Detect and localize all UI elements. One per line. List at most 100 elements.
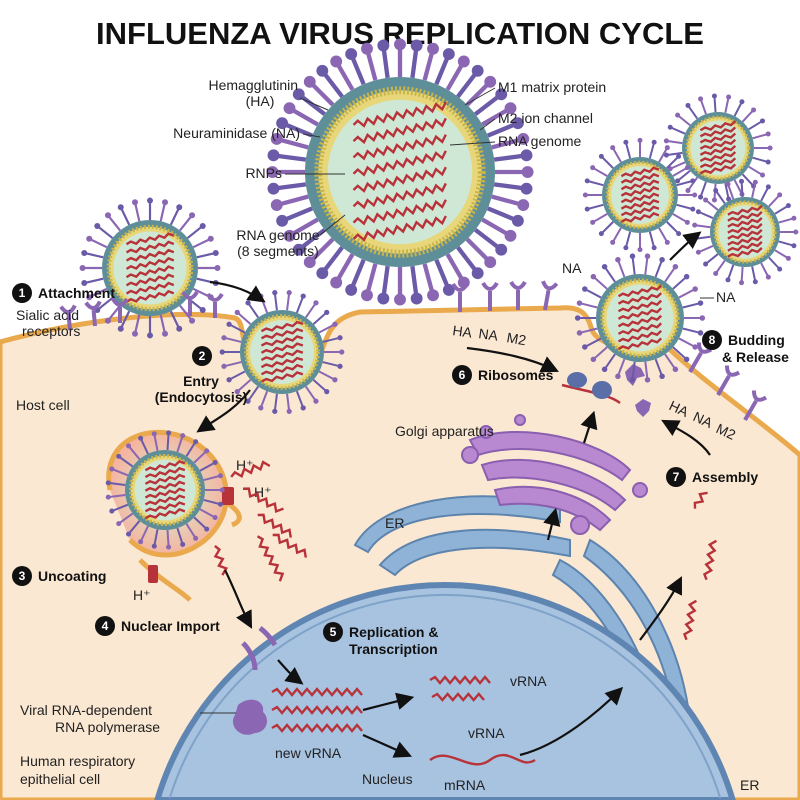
na-spike (683, 356, 690, 363)
spike (760, 262, 770, 278)
spike (118, 455, 134, 468)
rna-segment (260, 363, 304, 376)
m1-matrix-dots (106, 224, 194, 312)
m1-matrix-dots (605, 160, 675, 230)
spike (179, 214, 193, 232)
na-spike (726, 196, 732, 202)
spike (139, 437, 149, 455)
svg-text:Replication &: Replication & (349, 624, 438, 640)
spike (624, 141, 632, 159)
spike (724, 96, 730, 113)
na-spike (316, 64, 329, 77)
rna-segment (352, 199, 447, 226)
rna-segment (727, 217, 763, 228)
m1-matrix-dots (314, 86, 486, 258)
rna-segment (702, 539, 718, 581)
spike (774, 249, 789, 260)
na-spike (725, 277, 731, 283)
ha-spike (664, 239, 670, 245)
ha-spike (699, 315, 706, 321)
m1-matrix-dots (128, 453, 202, 527)
virion-budding (574, 253, 706, 383)
na-spike (410, 39, 423, 52)
spike (96, 225, 114, 239)
spike (698, 210, 714, 219)
membrane-protein (716, 365, 741, 396)
ha-spike (698, 96, 704, 102)
spike (127, 520, 141, 535)
golgi-apparatus (461, 414, 648, 535)
na-spike (711, 93, 717, 99)
rna-segment (352, 215, 447, 242)
na-spike (659, 256, 665, 263)
spike (778, 240, 795, 247)
na-spike (511, 214, 524, 227)
spike (644, 256, 649, 275)
rna-segment (125, 256, 175, 270)
ha-spike (675, 112, 681, 118)
membrane-protein (181, 290, 199, 316)
ha-spike (270, 199, 283, 211)
na-spike (117, 325, 124, 332)
na-spike (219, 349, 225, 355)
spike (658, 147, 669, 163)
viral-core (718, 205, 772, 259)
rna-segment (617, 314, 663, 328)
rna-segment (699, 132, 737, 144)
spike (139, 525, 149, 543)
rna-segment (272, 533, 308, 558)
na-spike (511, 117, 524, 130)
spike (616, 358, 626, 377)
rna-segment (431, 692, 485, 702)
na-spike (520, 182, 533, 195)
membrane-protein (111, 297, 129, 323)
spike (286, 393, 291, 412)
ha-spike (258, 405, 264, 411)
spike (295, 390, 305, 409)
spike (676, 179, 694, 187)
na-spike (584, 178, 590, 184)
ha-spike (576, 330, 583, 336)
ha-spike (313, 398, 319, 404)
virion-endocytosed (219, 290, 345, 414)
membrane-protein (688, 342, 713, 373)
spike (322, 336, 341, 343)
rna-segment (699, 126, 737, 138)
spike (752, 156, 769, 164)
na-spike (759, 118, 765, 124)
protein-head (181, 290, 199, 300)
ha-spike (162, 330, 169, 337)
rna-segment (125, 265, 175, 279)
virion-released (582, 137, 698, 253)
na-label: Neuraminidase (NA) (173, 125, 300, 141)
ha-label: Hemagglutinin (209, 77, 299, 93)
ha-spike (590, 273, 597, 280)
ha-spike (692, 286, 698, 292)
spike (179, 304, 193, 322)
na-spike (582, 286, 588, 292)
ha-spike (394, 38, 406, 51)
na-spike (176, 204, 183, 211)
spike (733, 179, 743, 195)
membrane-protein (59, 304, 77, 331)
spike (228, 370, 246, 381)
cell-label-1: Human respiratory (20, 753, 135, 769)
protein-head (696, 342, 713, 354)
ha-spike (610, 145, 616, 151)
spike (600, 155, 614, 169)
rna-segment (617, 292, 663, 305)
ha-spike (785, 255, 791, 261)
rna-segment (727, 235, 763, 246)
ha-spike (610, 239, 616, 245)
ha-spike (214, 265, 221, 271)
svg-text:Entry: Entry (183, 373, 219, 389)
ha-spike (484, 256, 497, 269)
spike (236, 311, 252, 325)
ha-spike (151, 431, 157, 437)
spike (727, 183, 735, 200)
na-spike (245, 398, 251, 404)
rna-segment (260, 320, 304, 333)
ha-spike (79, 265, 86, 271)
spike (247, 385, 259, 402)
na-spike (598, 231, 604, 237)
